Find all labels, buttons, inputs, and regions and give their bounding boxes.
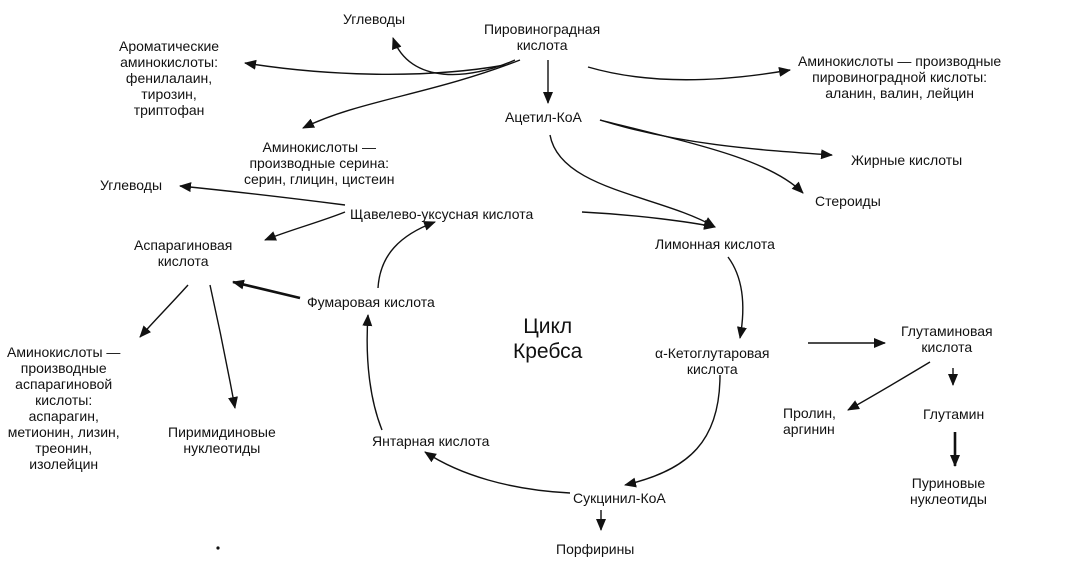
node-serine-aa: Аминокислоты — производные серина: серин… <box>244 139 394 187</box>
node-pyruvate: Пировиноградная кислота <box>484 21 600 53</box>
node-aspartic-acid: Аспарагиновая кислота <box>134 237 232 269</box>
node-aspartate-aa-line: изолейцин <box>29 456 99 472</box>
node-succinic-acid: Янтарная кислота <box>372 433 489 449</box>
arrow-oxaloacetate-aspartic <box>264 211 346 241</box>
node-pyruvate-aa-line: аланин, валин, лейцин <box>825 85 974 101</box>
node-glutamine: Глутамин <box>923 406 984 422</box>
node-glutamic-acid: Глутаминовая кислота <box>901 323 993 355</box>
arrow-aspartic-aa <box>139 284 189 338</box>
node-aspartate-aa-line: аспарагин, <box>28 408 99 424</box>
node-purine: Пуриновые нуклеотиды <box>910 475 987 507</box>
node-acetyl-coa: Ацетил-КоА <box>505 109 582 125</box>
node-porphyrins: Порфирины <box>556 541 634 557</box>
node-carbs-left: Углеводы <box>100 177 162 193</box>
node-aspartic-acid-line: кислота <box>157 253 209 269</box>
node-aspartate-aa-line: аспарагиновой <box>15 376 113 392</box>
dot-mark <box>216 546 220 550</box>
node-acetyl-coa-line: Ацетил-КоА <box>505 109 582 125</box>
node-proline-line: Пролин, <box>783 405 836 421</box>
arrow-ketoglutarate-succinyl <box>624 374 721 488</box>
arrow-pyruvate-aromatic <box>244 59 506 75</box>
node-aromatic-aa-line: аминокислоты: <box>120 54 218 70</box>
node-pyruvate-line: Пировиноградная <box>484 21 601 37</box>
node-purine-line: Пуриновые <box>911 475 986 491</box>
node-carbs-left-line: Углеводы <box>100 177 163 193</box>
arrow-acetyl-citric <box>549 134 716 228</box>
node-pyruvate-aa-line: Аминокислоты — производные <box>798 53 1002 69</box>
node-succinyl-coa-line: Сукцинил-КоА <box>573 490 666 506</box>
node-pyrimidine-line: нуклеотиды <box>183 440 261 456</box>
node-aromatic-aa: Ароматические аминокислоты: фенилалаин, … <box>119 38 219 118</box>
node-pyruvate-line: кислота <box>516 37 568 53</box>
node-pyruvate-aa-line: пировиноградной кислоты: <box>812 69 988 85</box>
node-citric-acid-line: Лимонная кислота <box>655 236 775 252</box>
node-pyruvate-aa: Аминокислоты — производные пировиноградн… <box>798 53 1001 101</box>
node-steroids-line: Стероиды <box>815 193 881 209</box>
node-fatty-acids: Жирные кислоты <box>851 152 962 168</box>
node-citric-acid: Лимонная кислота <box>655 236 775 252</box>
node-oxaloacetate-line: Щавелево-уксусная кислота <box>350 206 534 222</box>
arrow-glutamic-proline <box>847 361 931 411</box>
node-glutamic-acid-line: кислота <box>921 339 973 355</box>
node-carbs-top-line: Углеводы <box>343 11 406 27</box>
arrow-oxaloacetate-carbs <box>179 182 346 206</box>
node-proline-line: аргинин <box>783 421 835 437</box>
node-aspartate-aa-line: производные <box>20 360 107 376</box>
node-fumaric-acid-line: Фумаровая кислота <box>307 294 435 310</box>
arrow-acetyl-fatty <box>599 119 833 160</box>
node-aspartate-aa-line: Аминокислоты — <box>7 344 121 360</box>
node-aspartate-aa-line: метионин, лизин, <box>7 424 120 440</box>
node-steroids: Стероиды <box>815 193 881 209</box>
node-aspartate-aa: Аминокислоты — производные аспарагиновой… <box>7 344 120 472</box>
arrow-acetyl-steroids <box>599 119 804 194</box>
node-fatty-acids-line: Жирные кислоты <box>851 152 963 168</box>
node-ketoglutarate-line: кислота <box>686 361 738 377</box>
arrow-citric-ketoglutarate <box>727 256 747 339</box>
node-glutamine-line: Глутамин <box>923 406 985 422</box>
arrow-aspartic-pyrimidine <box>209 284 238 409</box>
arrow-oxaloacetate-citric <box>581 211 716 230</box>
node-succinyl-coa: Сукцинил-КоА <box>573 490 666 506</box>
node-aspartate-aa-line: треонин, <box>35 440 93 456</box>
node-purine-line: нуклеотиды <box>910 491 987 507</box>
node-serine-aa-line: серин, глицин, цистеин <box>244 171 395 187</box>
node-glutamic-acid-line: Глутаминовая <box>901 323 993 339</box>
arrow-pyruvate-serine-aa <box>302 59 521 129</box>
node-carbs-top: Углеводы <box>343 11 405 27</box>
node-aspartate-aa-line: кислоты: <box>35 392 93 408</box>
cycle-title-line: Цикл <box>523 315 573 338</box>
cycle-title: Цикл Кребса <box>513 314 582 364</box>
node-serine-aa-line: производные серина: <box>249 155 390 171</box>
node-pyrimidine: Пиримидиновые нуклеотиды <box>168 424 276 456</box>
node-aromatic-aa-line: фенилалаин, <box>125 70 213 86</box>
node-proline: Пролин, аргинин <box>783 405 836 437</box>
node-aromatic-aa-line: Ароматические <box>119 38 220 54</box>
cycle-title-line: Кребса <box>513 340 583 363</box>
arrow-succinyl-succinic <box>424 451 571 494</box>
node-aromatic-aa-line: тирозин, <box>141 86 197 102</box>
node-oxaloacetate: Щавелево-уксусная кислота <box>350 206 533 222</box>
node-ketoglutarate-line: α-Кетоглутаровая <box>655 345 770 361</box>
node-fumaric-acid: Фумаровая кислота <box>307 294 435 310</box>
arrow-fumaric-oxaloacetate <box>377 221 436 289</box>
arrow-pyruvate-aa <box>587 66 791 81</box>
node-aromatic-aa-line: триптофан <box>133 102 205 118</box>
node-ketoglutarate: α-Кетоглутаровая кислота <box>655 345 770 377</box>
node-aspartic-acid-line: Аспарагиновая <box>134 237 233 253</box>
node-pyrimidine-line: Пиримидиновые <box>168 424 276 440</box>
node-succinic-acid-line: Янтарная кислота <box>372 433 490 449</box>
node-serine-aa-line: Аминокислоты — <box>262 139 376 155</box>
arrow-fumaric-aspartic <box>232 279 301 300</box>
node-porphyrins-line: Порфирины <box>556 541 635 557</box>
arrow-succinic-fumaric <box>362 314 383 431</box>
